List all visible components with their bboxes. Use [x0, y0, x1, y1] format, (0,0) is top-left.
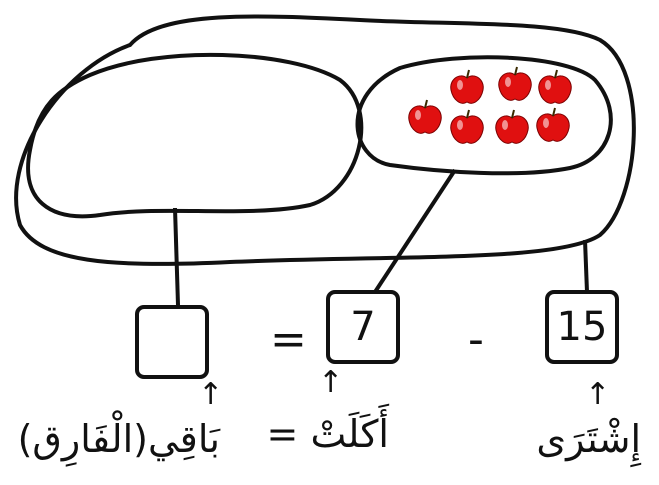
apple-icon — [495, 109, 529, 144]
up-arrow-icon: ↑ — [585, 377, 611, 412]
label-eaten: أَكَلَتْ = — [266, 412, 389, 456]
up-arrow-icon: ↑ — [318, 365, 344, 400]
apple-icon — [450, 69, 484, 104]
minus-sign: - — [468, 314, 484, 365]
label-bought: إِشْتَرَى — [536, 417, 641, 461]
bought-box: 15 — [545, 290, 619, 364]
remaining-loop — [26, 52, 364, 219]
connector-eaten — [373, 168, 457, 294]
apple-icon — [536, 107, 570, 142]
remaining-box[interactable] — [135, 305, 209, 379]
eaten-loop — [355, 55, 613, 176]
connector-bought — [583, 239, 589, 293]
eaten-box: 7 — [326, 290, 400, 364]
whole-loop — [14, 14, 636, 266]
apple-icon — [408, 99, 442, 134]
connector-remaining — [173, 207, 180, 306]
apples-group — [408, 66, 572, 144]
up-arrow-icon: ↑ — [198, 377, 224, 412]
apple-icon — [498, 66, 532, 101]
label-remaining: بَاقِي(الْفَارِق) — [17, 417, 220, 461]
apple-icon — [450, 109, 484, 144]
equals-sign: = — [270, 314, 307, 365]
apple-icon — [538, 69, 572, 104]
